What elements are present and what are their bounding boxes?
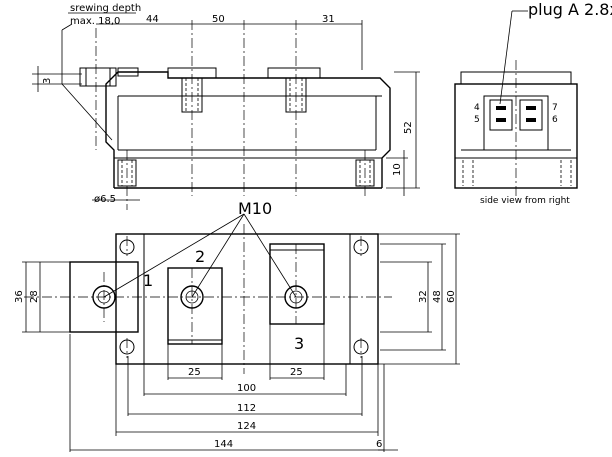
plug-label: plug A 2.8x0.8 (528, 0, 612, 19)
dim-25a: 25 (188, 367, 201, 378)
dim-28: 28 (29, 290, 40, 303)
front-view-dimensions: 44 50 31 srewing depth max. 18,0 3 52 10… (32, 3, 420, 205)
pin-4: 4 (474, 103, 480, 113)
dim-112: 112 (237, 403, 256, 414)
terminal-2-label: 2 (195, 247, 205, 266)
max-depth-label: max. 18,0 (70, 16, 120, 27)
dim-50: 50 (212, 14, 225, 25)
dim-48: 48 (432, 290, 443, 303)
top-view-dimensions: 36 28 32 48 60 25 25 100 (14, 233, 460, 452)
dim-36: 36 (14, 290, 25, 303)
dim-124: 124 (237, 421, 256, 432)
dim-3: 3 (42, 78, 53, 84)
dim-44: 44 (146, 14, 159, 25)
dim-10: 10 (392, 163, 403, 176)
side-view: plug A 2.8x0.8 4 5 7 6 side view from ri… (454, 0, 612, 206)
dim-52: 52 (403, 121, 414, 134)
dim-32: 32 (418, 290, 429, 303)
dim-60: 60 (446, 290, 457, 303)
thread-label: M10 (238, 199, 272, 218)
pin-5: 5 (474, 115, 480, 125)
front-view (61, 20, 391, 210)
side-view-caption: side view from right (480, 196, 570, 206)
dim-31: 31 (322, 14, 335, 25)
terminal-1-label: 1 (143, 271, 153, 290)
pin-7: 7 (552, 103, 558, 113)
hole-dia-label: ø6.5 (94, 194, 116, 205)
dim-25b: 25 (290, 367, 303, 378)
pin-6: 6 (552, 115, 558, 125)
terminal-3-label: 3 (294, 334, 304, 353)
top-view: M10 1 2 3 (24, 199, 392, 374)
screwing-depth-label: srewing depth (70, 3, 141, 14)
dim-144: 144 (214, 439, 233, 450)
dim-100: 100 (237, 383, 256, 394)
dim-6: 6 (376, 439, 382, 450)
